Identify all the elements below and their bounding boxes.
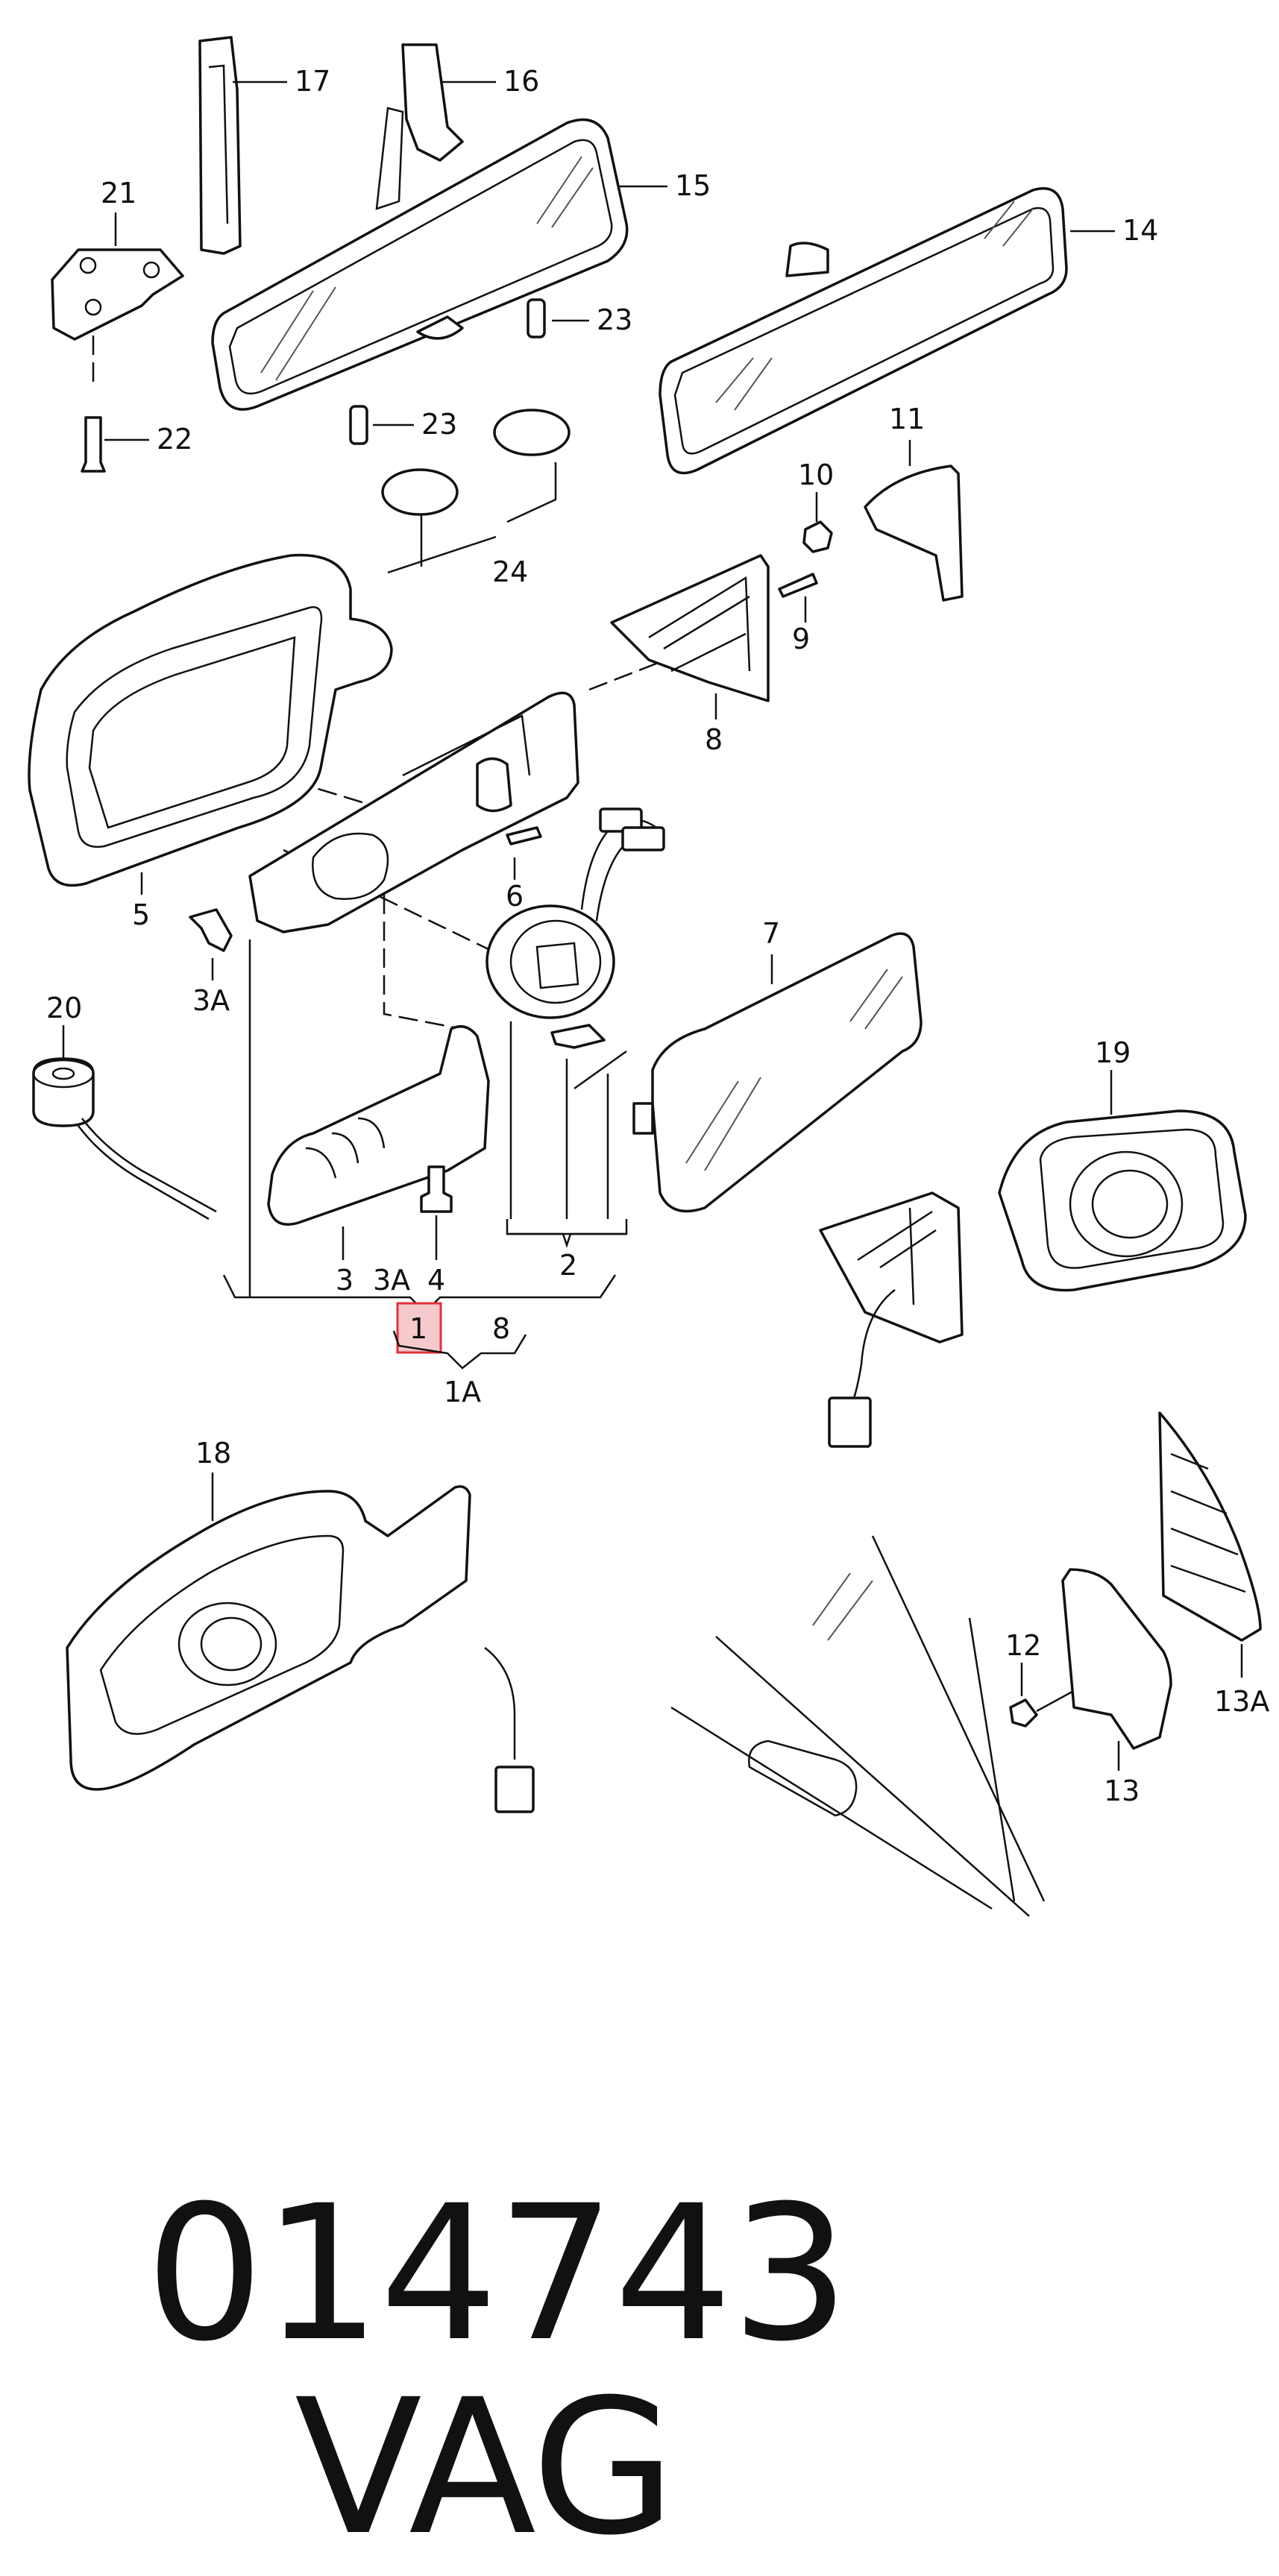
callout-1: 1 [409,1312,427,1345]
callout-8-upper: 8 [705,723,723,756]
callout-10: 10 [798,459,834,491]
callout-13a: 13A [1214,1685,1269,1718]
door-outline [670,1535,1046,1917]
callout-4: 4 [427,1264,445,1297]
part-13-cover: 13 [1061,1568,1172,1807]
callout-12: 12 [1005,1629,1041,1662]
part-2-motor: 2 [485,807,665,1282]
callout-18: 18 [195,1437,231,1470]
part-15-interior-mirror: 15 [211,118,711,411]
callout-23-lower: 23 [421,408,457,441]
part-19-mirror-assembly: 19 [819,1036,1247,1448]
part-1-carrier-frame [248,691,579,933]
callout-1a: 1A [444,1376,481,1408]
part-9-screw: 9 [778,573,818,655]
callout-6: 6 [506,880,524,913]
callout-5: 5 [132,898,150,931]
part-12-clip: 12 [1005,1629,1119,1728]
assembly-brace-1: 1 8 1A [222,939,617,1408]
callout-9: 9 [792,623,810,655]
part-3-lower-cover: 3 [267,1024,490,1297]
callout-3: 3 [336,1264,353,1297]
part-10-nut: 10 [798,459,834,553]
callout-11: 11 [889,403,925,435]
part-23-bulb-upper: 23 [527,298,632,338]
callout-15: 15 [675,169,711,202]
callout-23-upper: 23 [597,303,632,336]
callout-8-lower: 8 [492,1312,510,1345]
part-code: 014743 [145,2165,849,2382]
part-21-mounting-plate: 21 [51,177,184,341]
part-17-trim-strip: 17 [198,36,330,255]
part-16-bracket: 16 [375,43,539,210]
part-13a-trim: 13A [1158,1411,1269,1718]
exploded-parts-diagram: 17 16 15 21 22 23 23 [28,36,1269,1917]
part-5-mirror-housing: 5 [28,553,393,931]
callout-21: 21 [101,177,136,210]
part-20-sensor: 20 [32,992,217,1221]
part-11-cover: 11 [864,403,964,602]
callout-20: 20 [46,992,82,1024]
part-24-caps: 24 [381,409,571,588]
callout-2: 2 [559,1249,577,1282]
part-4-screw: 4 [420,1165,453,1297]
callout-17: 17 [295,65,330,98]
callout-24: 24 [492,555,528,588]
part-7-mirror-glass: 7 [632,917,923,1213]
part-22-screw: 22 [81,336,192,473]
part-14-interior-mirror: 14 [659,187,1158,475]
callout-22: 22 [157,423,192,456]
footer-caption: 014743 VAG [30,1983,1253,2565]
part-8-bracket: 8 [610,554,770,756]
callout-14: 14 [1122,214,1158,247]
part-3a-clip: 3A [189,908,233,1017]
callout-13: 13 [1104,1774,1140,1807]
callout-19: 19 [1095,1036,1131,1069]
brand-name: VAG [294,2359,676,2576]
callout-3a-clip: 3A [192,984,230,1017]
part-18-mirror-housing: 18 [66,1437,535,1813]
callout-3a-bottom: 3A [373,1264,410,1297]
part-6-screw: 6 [506,826,542,913]
highlight-callout-1 [396,1302,442,1354]
callout-7: 7 [762,917,780,950]
callout-16: 16 [503,65,539,98]
part-23-bulb-lower: 23 [349,405,457,445]
